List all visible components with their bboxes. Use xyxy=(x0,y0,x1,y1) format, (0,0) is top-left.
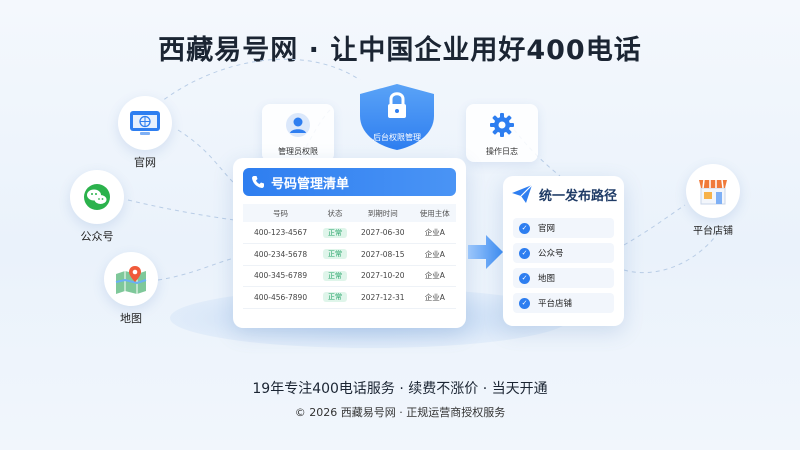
publish-item-wechat: ✓ 公众号 xyxy=(513,243,614,263)
channel-wechat: 公众号 xyxy=(70,170,124,244)
publish-item-map: ✓ 地图 xyxy=(513,268,614,288)
cell-number: 400-456-7890 xyxy=(243,286,319,309)
cell-number: 400-123-4567 xyxy=(243,222,319,244)
status-badge: 正常 xyxy=(323,292,348,303)
table-row: 400-456-7890 正常 2027-12-31 企业A xyxy=(243,286,456,309)
publish-title: 统一发布路径 xyxy=(539,188,618,204)
table-row: 400-234-5678 正常 2027-08-15 企业A xyxy=(243,243,456,266)
shield-lock-icon xyxy=(360,84,434,150)
status-badge: 正常 xyxy=(323,249,348,260)
cell-expiry: 2027-06-30 xyxy=(351,222,414,244)
publish-panel: 统一发布路径 ✓ 官网 ✓ 公众号 ✓ 地图 ✓ 平台店铺 xyxy=(503,176,624,326)
permissions-card: 管理员权限 xyxy=(262,104,334,162)
logs-label: 操作日志 xyxy=(486,147,518,156)
publish-item-label: 公众号 xyxy=(538,249,564,259)
backend-label: 后台权限管理 xyxy=(373,133,421,142)
gear-icon xyxy=(490,113,514,137)
cell-owner: 企业A xyxy=(413,286,456,309)
store-icon xyxy=(686,164,740,218)
check-icon: ✓ xyxy=(519,272,530,284)
backend-permission-shield: 后台权限管理 xyxy=(354,82,440,152)
channel-map: 地图 xyxy=(104,252,158,326)
card-title: 号码管理清单 xyxy=(271,176,350,192)
copyright: © 2026 西藏易号网 · 正规运营商授权服务 xyxy=(294,406,506,419)
page-title: 西藏易号网 · 让中国企业用好400电话 xyxy=(158,35,642,66)
flow-arrow-icon xyxy=(468,235,503,269)
channel-label: 官网 xyxy=(134,156,156,169)
publish-item-label: 平台店铺 xyxy=(538,299,573,309)
platform-label: 平台店铺 xyxy=(693,226,733,237)
check-icon: ✓ xyxy=(519,222,530,234)
col-expiry: 到期时间 xyxy=(351,204,414,222)
cell-expiry: 2027-08-15 xyxy=(351,243,414,266)
cell-status: 正常 xyxy=(318,286,352,309)
publish-item-store: ✓ 平台店铺 xyxy=(513,293,614,313)
website-icon xyxy=(118,96,172,150)
cell-status: 正常 xyxy=(318,222,352,244)
cell-expiry: 2027-12-31 xyxy=(351,286,414,309)
publish-item-label: 官网 xyxy=(538,224,556,234)
publish-item-website: ✓ 官网 xyxy=(513,218,614,238)
number-list-card: 号码管理清单 号码 状态 到期时间 使用主体 400-123-4567 正常 2… xyxy=(233,158,466,328)
slogan: 19年专注400电话服务 · 续费不涨价 · 当天开通 xyxy=(252,381,548,397)
channel-label: 地图 xyxy=(120,312,142,325)
card-header: 号码管理清单 xyxy=(243,168,456,196)
col-owner: 使用主体 xyxy=(413,204,456,222)
wechat-icon xyxy=(70,170,124,224)
cell-number: 400-345-6789 xyxy=(243,265,319,287)
table-row: 400-123-4567 正常 2027-06-30 企业A xyxy=(243,222,456,244)
number-table: 号码 状态 到期时间 使用主体 400-123-4567 正常 2027-06-… xyxy=(243,204,456,309)
col-number: 号码 xyxy=(243,204,319,222)
cell-owner: 企业A xyxy=(413,243,456,266)
permissions-label: 管理员权限 xyxy=(278,147,318,156)
platform-store: 平台店铺 xyxy=(682,164,744,237)
publish-header: 统一发布路径 xyxy=(511,184,617,204)
send-icon xyxy=(512,184,533,203)
col-status: 状态 xyxy=(318,204,352,222)
check-icon: ✓ xyxy=(519,247,530,259)
logs-card: 操作日志 xyxy=(466,104,538,162)
table-row: 400-345-6789 正常 2027-10-20 企业A xyxy=(243,265,456,287)
cell-expiry: 2027-10-20 xyxy=(351,265,414,287)
cell-status: 正常 xyxy=(318,265,352,287)
status-badge: 正常 xyxy=(323,227,348,238)
map-icon xyxy=(104,252,158,306)
cell-owner: 企业A xyxy=(413,222,456,244)
user-icon xyxy=(286,113,310,137)
publish-item-label: 地图 xyxy=(538,274,556,284)
table-header-row: 号码 状态 到期时间 使用主体 xyxy=(243,204,456,222)
cell-owner: 企业A xyxy=(413,265,456,287)
check-icon: ✓ xyxy=(519,297,530,309)
channel-website: 官网 xyxy=(118,96,172,170)
status-badge: 正常 xyxy=(323,270,348,281)
phone-icon xyxy=(252,176,264,188)
cell-status: 正常 xyxy=(318,243,352,266)
cell-number: 400-234-5678 xyxy=(243,243,319,266)
channel-label: 公众号 xyxy=(80,230,114,243)
